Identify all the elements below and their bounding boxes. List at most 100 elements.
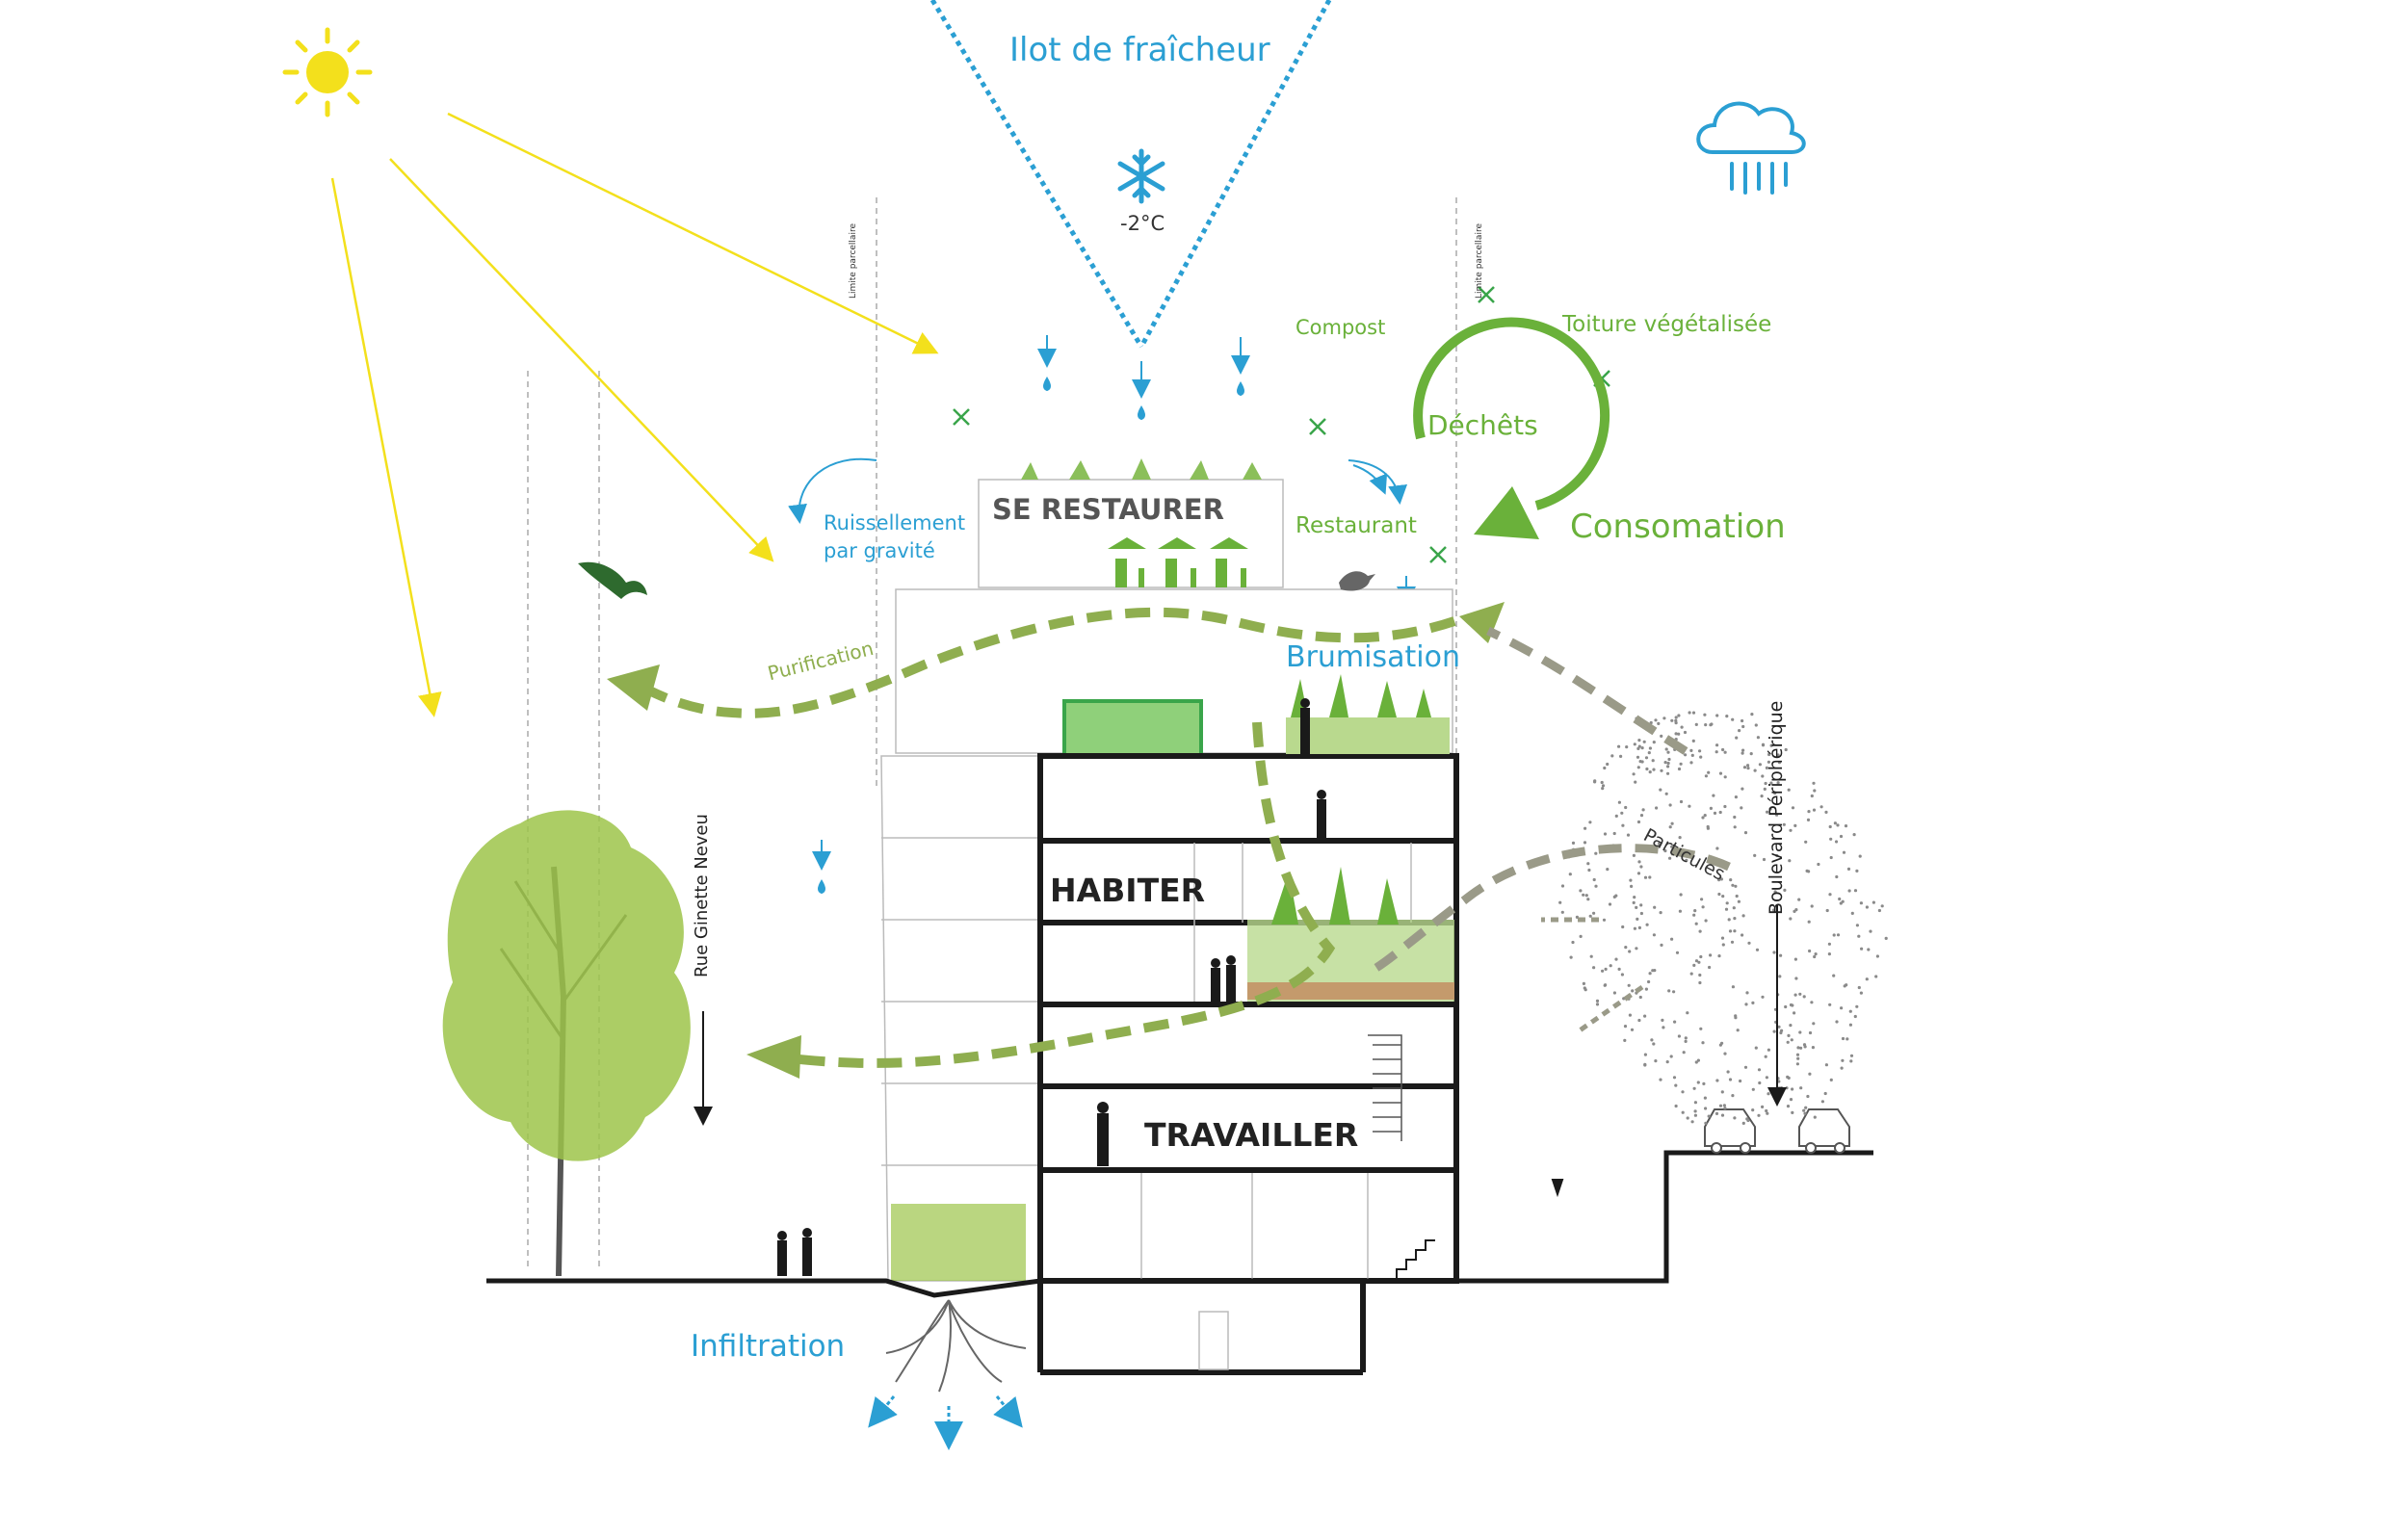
particle-dot: [1690, 1120, 1694, 1124]
particle-dot: [1678, 836, 1682, 840]
particle-dot: [1664, 792, 1668, 795]
particle-dot: [1741, 933, 1744, 937]
restaurant-label: Restaurant: [1296, 513, 1417, 538]
particle-dot: [1707, 770, 1711, 774]
particle-dot: [1652, 933, 1656, 937]
particle-dot: [1623, 1025, 1628, 1029]
particle-dot: [1741, 724, 1745, 729]
particle-dot: [1667, 757, 1671, 762]
particle-dot: [1859, 991, 1863, 995]
particle-dot: [1633, 926, 1636, 930]
particle-dot: [1637, 744, 1641, 748]
particle-dot: [1681, 1090, 1685, 1094]
particle-dot: [1753, 768, 1757, 772]
particle-dot: [1720, 1113, 1725, 1117]
particle-dot: [1828, 1003, 1832, 1006]
particle-dot: [1698, 749, 1702, 753]
particle-dot: [1728, 929, 1733, 933]
particle-dot: [1828, 824, 1832, 829]
particle-dot: [1839, 901, 1843, 905]
particle-dot: [1733, 917, 1737, 921]
particle-dot: [1586, 862, 1590, 866]
particle-dot: [1846, 867, 1851, 872]
particle-dot: [1707, 1114, 1711, 1118]
particle-dot: [1784, 1004, 1788, 1009]
particle-dot: [1847, 889, 1851, 893]
particle-dot: [1772, 951, 1776, 954]
temperature-label: -2°C: [1120, 212, 1165, 235]
particle-dot: [1838, 897, 1842, 901]
particle-dot: [1766, 810, 1769, 814]
particle-dot: [1643, 875, 1648, 879]
particle-dot: [1644, 756, 1649, 760]
particle-dot: [1685, 858, 1688, 862]
particle-dot: [1849, 1054, 1854, 1057]
particle-dot: [1698, 980, 1702, 985]
particle-dot: [1743, 831, 1748, 835]
particle-dot: [1875, 954, 1879, 958]
roots-icon: [885, 1299, 1027, 1393]
particle-dot: [1586, 898, 1590, 901]
particle-dot: [1761, 995, 1765, 999]
particle-dot: [1725, 901, 1729, 905]
particle-dot: [1712, 794, 1715, 797]
ground-stair: [1396, 1239, 1435, 1279]
particle-dot: [1776, 781, 1780, 785]
particle-dot: [1805, 869, 1809, 873]
particle-dot: [1643, 1053, 1647, 1056]
particle-dot: [1637, 860, 1641, 864]
particle-dot: [1833, 821, 1837, 825]
particle-dot: [1648, 770, 1652, 774]
particle-dot: [1731, 1094, 1735, 1098]
particle-dot: [1691, 739, 1695, 743]
particle-dot: [1814, 952, 1818, 956]
particle-dot: [1651, 759, 1655, 763]
particle-dot: [1654, 718, 1658, 722]
particle-dot: [1674, 1104, 1678, 1108]
particle-dot: [1701, 1041, 1705, 1045]
particle-dot: [1606, 868, 1610, 872]
particle-dot: [1670, 718, 1674, 722]
particle-dot: [1630, 884, 1634, 889]
particle-dot: [1741, 787, 1744, 791]
particle-dot: [1810, 1001, 1814, 1004]
particle-dot: [1755, 948, 1760, 951]
particle-dot: [1584, 894, 1588, 898]
particle-dot: [1592, 877, 1596, 882]
particle-dot: [1636, 766, 1640, 769]
particle-dot: [1587, 868, 1591, 873]
particle-dot: [1699, 1027, 1703, 1030]
particle-dot: [1642, 740, 1646, 743]
particle-dot: [1769, 743, 1773, 747]
particle-dot: [1787, 1033, 1791, 1037]
particle-dot: [1768, 807, 1772, 811]
particle-dot: [1579, 889, 1583, 893]
particle-dot: [1857, 934, 1861, 938]
particle-dot: [1731, 717, 1735, 721]
particle-dot: [1766, 1111, 1769, 1115]
particle-dot: [1717, 878, 1721, 882]
particle-dot: [1733, 815, 1737, 820]
particle-dot: [1589, 954, 1593, 958]
particle-dot: [1777, 761, 1782, 765]
particle-dot: [1663, 848, 1667, 853]
particle-dot: [1718, 810, 1722, 815]
particle-dot: [1760, 795, 1764, 798]
particle-dot: [1592, 911, 1596, 915]
particle-dot: [1858, 854, 1862, 858]
particle-dot: [1849, 1059, 1853, 1063]
sun-rays: [330, 112, 939, 717]
particle-dot: [1693, 909, 1697, 913]
waste-label: Déchêts: [1427, 409, 1538, 441]
particle-dot: [1602, 918, 1607, 922]
runoff-label-line1: Ruissellement: [824, 511, 966, 534]
particle-dot: [1588, 914, 1592, 918]
particle-dot: [1639, 911, 1643, 916]
particle-dot: [1793, 993, 1797, 997]
particle-dot: [1827, 952, 1831, 956]
particle-dot: [1746, 764, 1750, 768]
particle-dot: [1729, 878, 1733, 882]
particle-dot: [1735, 736, 1739, 740]
particle-dot: [1787, 788, 1791, 792]
particle-dot: [1798, 992, 1802, 996]
